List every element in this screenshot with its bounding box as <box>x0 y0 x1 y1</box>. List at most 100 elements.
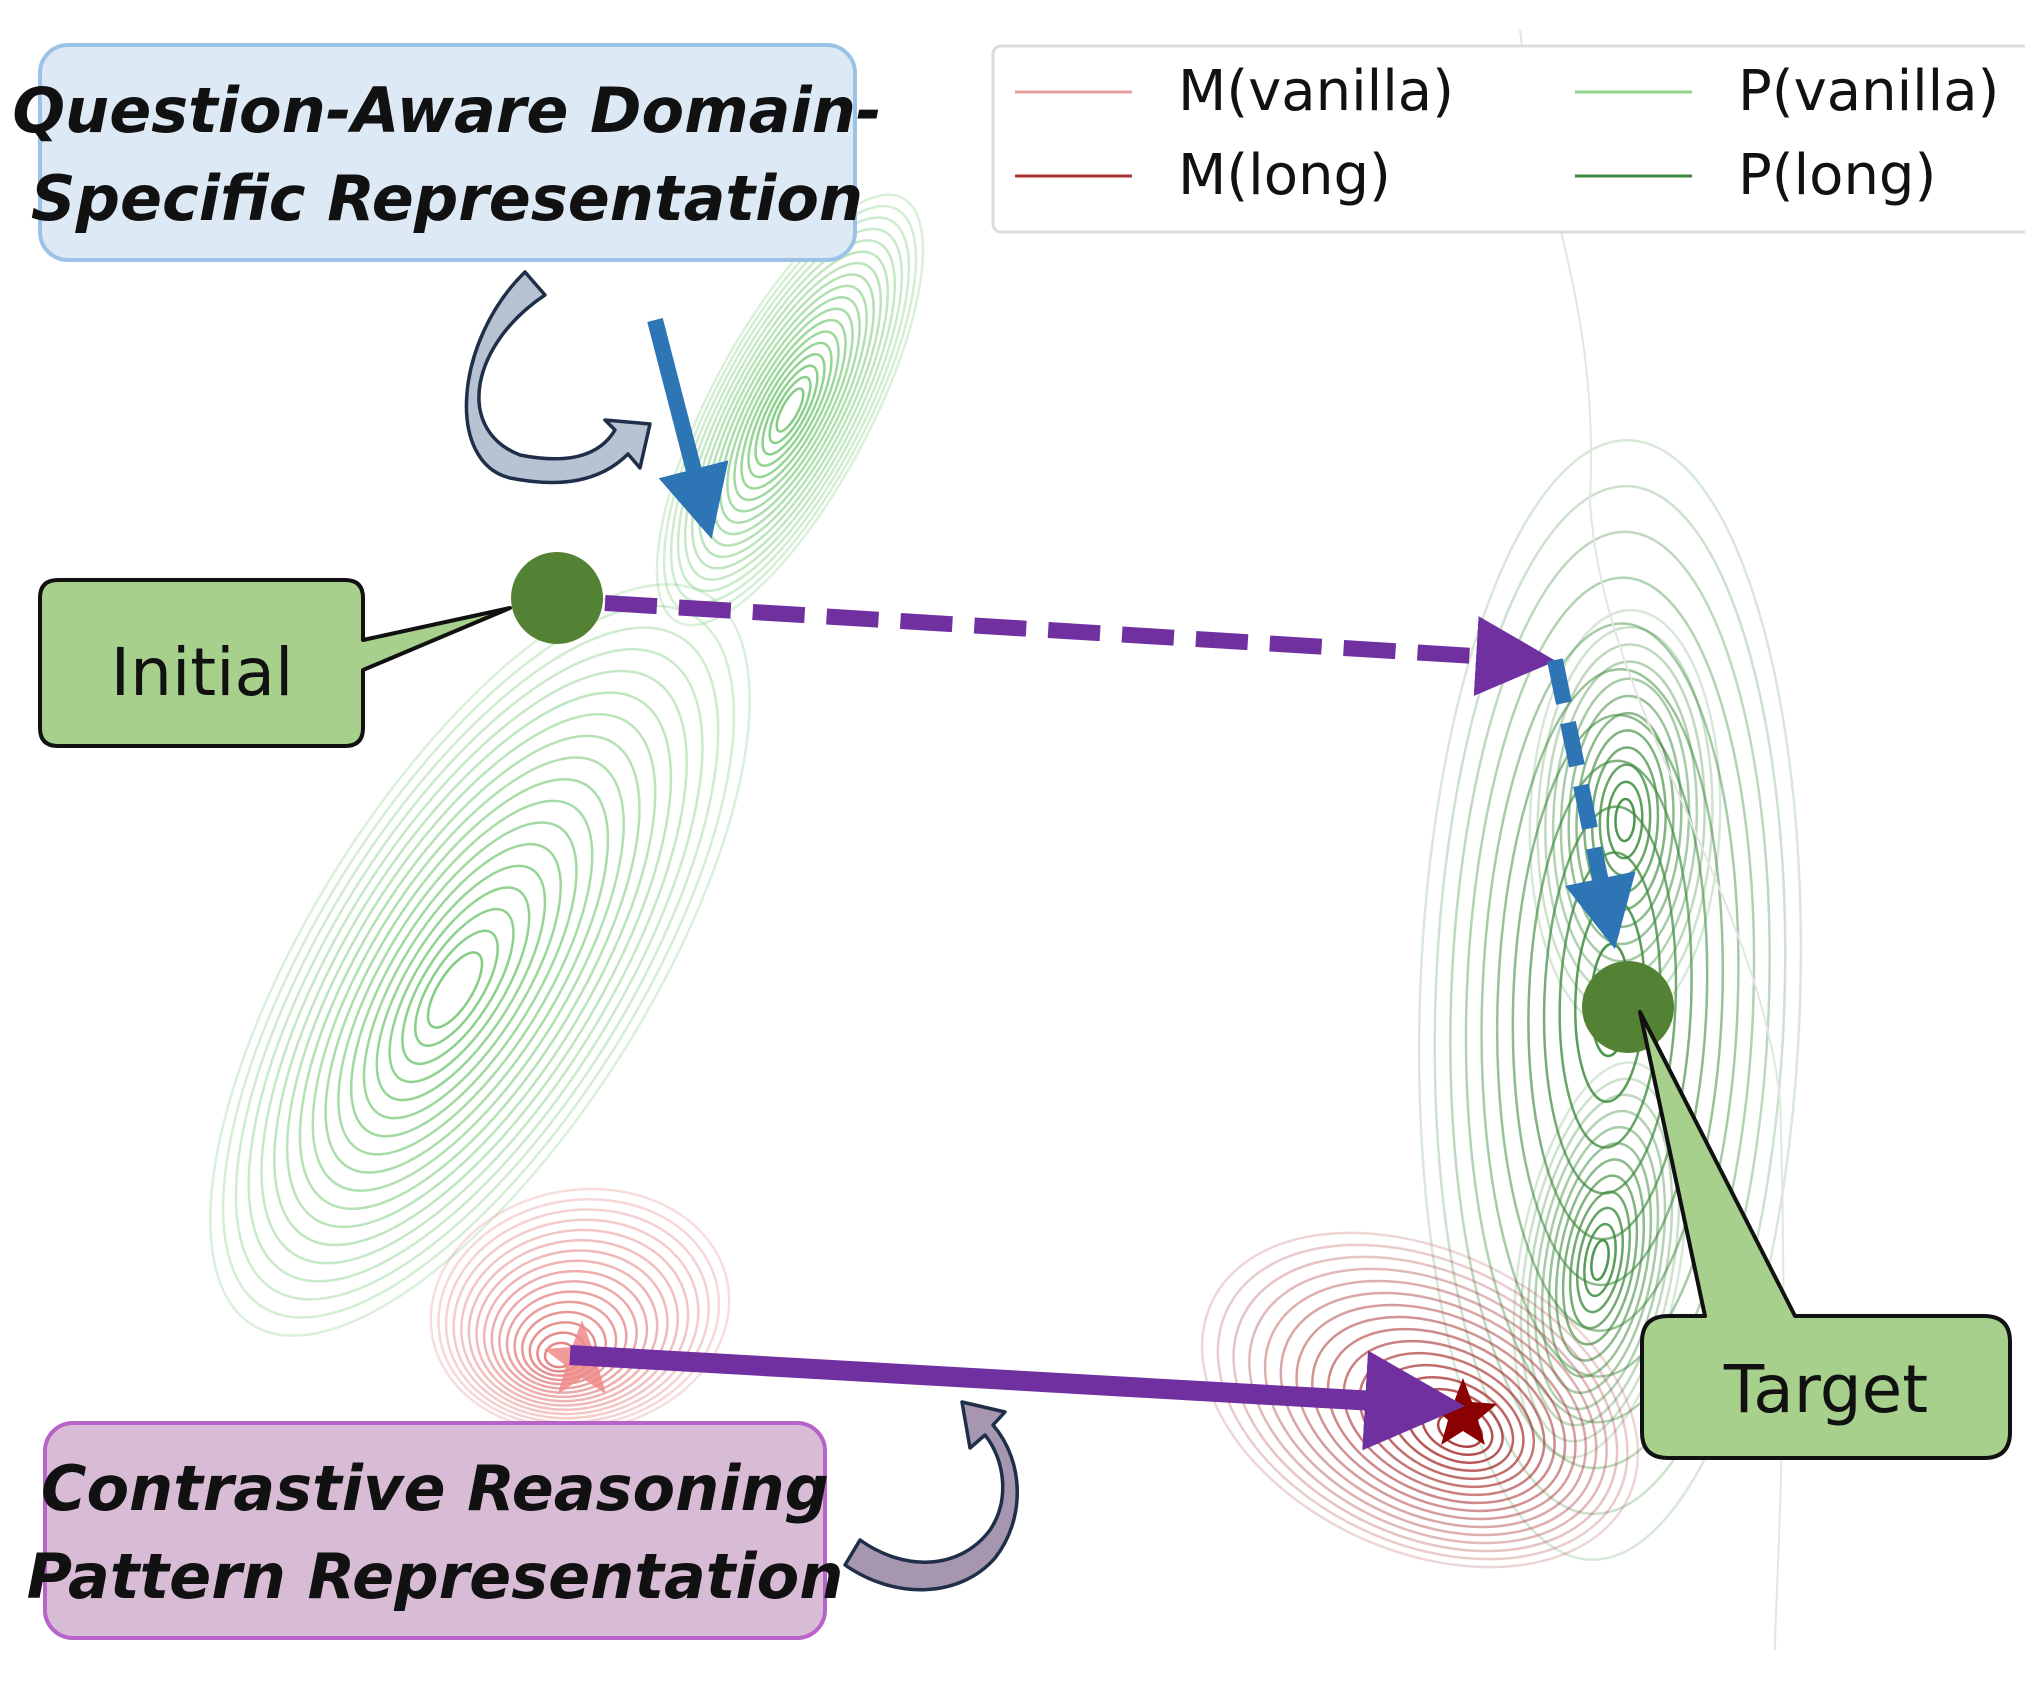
contour-line <box>1527 759 1693 1241</box>
contour-line <box>655 193 925 627</box>
contour-line <box>413 929 499 1047</box>
contour-line <box>1263 1279 1598 1537</box>
background-trace <box>1519 29 1785 1651</box>
contour-line <box>498 1280 638 1394</box>
m-long-contours <box>1200 1231 1640 1569</box>
contour-line <box>676 227 904 593</box>
contour-line <box>1551 660 1699 980</box>
contour-line <box>768 375 812 445</box>
contour-line <box>705 273 875 547</box>
domain-representation-box: Question-Aware Domain- Specific Represen… <box>12 43 882 262</box>
contour-line <box>1495 668 1725 1332</box>
contour-line <box>775 387 805 433</box>
domain-title-line2: Specific Representation <box>31 162 863 235</box>
contour-line <box>1464 576 1756 1424</box>
contour-line <box>247 648 704 1283</box>
legend-frame <box>991 44 2025 234</box>
legend-label-m-vanilla: M(vanilla) <box>1178 59 1454 124</box>
contour-line <box>1200 1231 1640 1569</box>
domain-title-line1: Question-Aware Domain- <box>12 74 881 147</box>
contour-line <box>490 1269 649 1399</box>
contour-line <box>1554 1158 1646 1362</box>
contour-line <box>1519 1077 1681 1443</box>
contour-line <box>1614 797 1636 843</box>
contour-line <box>1232 1255 1619 1553</box>
curved-arrow-icon <box>464 270 652 485</box>
contour-line <box>324 777 610 1174</box>
contour-line <box>747 341 833 479</box>
contour-line <box>475 1249 669 1407</box>
reasoning-title-line2: Pattern Representation <box>27 1540 844 1613</box>
target-point <box>1582 961 1674 1053</box>
contour-line <box>1279 1291 1588 1529</box>
p-vanilla-contours <box>209 193 925 1337</box>
domain-shift-arrow <box>647 317 729 539</box>
contour-line <box>669 216 911 604</box>
legend-label-p-long: P(long) <box>1738 143 1936 208</box>
contour-line <box>1326 1327 1556 1505</box>
contour-line <box>1533 1109 1667 1411</box>
contour-line <box>1449 530 1771 1470</box>
contour-line <box>337 799 594 1156</box>
contour-line <box>426 951 484 1029</box>
contour-line <box>726 307 854 513</box>
contour-line <box>234 626 720 1301</box>
contour-line <box>1433 484 1787 1516</box>
initial-label: Initial <box>111 634 294 711</box>
contour-line <box>740 330 840 490</box>
curved-arrow-icon <box>843 1400 1019 1592</box>
contour-line <box>482 1259 659 1403</box>
initial-point <box>511 552 603 644</box>
contour-line <box>754 353 826 467</box>
target-callout: Target <box>1638 1010 2012 1460</box>
contour-line <box>733 318 847 502</box>
contour-line <box>375 864 547 1102</box>
contour-line <box>1547 1142 1653 1378</box>
contour-line <box>1576 1206 1624 1314</box>
contour-line <box>1583 1222 1617 1298</box>
legend-label-m-long: M(long) <box>1178 143 1391 208</box>
contour-line <box>467 1239 680 1411</box>
legend: M(vanilla) M(long) P(vanilla) P(long) <box>991 44 2025 234</box>
target-label: Target <box>1723 1351 1928 1428</box>
contour-line <box>683 239 897 581</box>
contour-line <box>1295 1303 1577 1521</box>
contour-line <box>1311 1315 1567 1513</box>
contour-line <box>349 821 578 1138</box>
legend-label-p-vanilla: P(vanilla) <box>1738 59 1999 124</box>
contour-line <box>1480 622 1740 1378</box>
contour-line <box>311 756 625 1192</box>
contour-line <box>388 886 531 1084</box>
contour-line <box>401 907 515 1066</box>
contour-line <box>1540 1125 1660 1395</box>
contour-line <box>362 842 562 1120</box>
contour-line <box>1342 1339 1546 1497</box>
contour-line <box>460 1228 690 1416</box>
contour-line <box>298 734 641 1211</box>
contour-line <box>444 1208 710 1424</box>
contour-line <box>1512 1061 1688 1459</box>
contour-line <box>1561 1174 1639 1346</box>
refine-dashed-arrow <box>1547 658 1636 950</box>
transfer-dashed-arrow <box>604 595 1556 697</box>
reasoning-title-line1: Contrastive Reasoning <box>41 1452 829 1525</box>
contour-line <box>1417 439 1803 1561</box>
contour-line <box>1559 677 1691 963</box>
contour-line <box>1216 1243 1629 1561</box>
p-long-contours <box>1417 439 1803 1561</box>
contour-line <box>452 1218 700 1420</box>
contour-line <box>1248 1267 1608 1545</box>
contour-line <box>690 250 890 570</box>
contour-line <box>1526 1093 1674 1427</box>
contour-line <box>285 713 657 1229</box>
contour-line <box>260 669 688 1265</box>
contour-line <box>761 364 819 456</box>
contour-line <box>698 261 882 559</box>
contour-line <box>273 691 673 1247</box>
contour-line <box>1569 1190 1631 1330</box>
initial-callout: Initial <box>38 578 512 748</box>
contour-line <box>505 1290 628 1390</box>
reasoning-shift-arrow <box>569 1345 1465 1451</box>
contour-line <box>209 583 751 1337</box>
